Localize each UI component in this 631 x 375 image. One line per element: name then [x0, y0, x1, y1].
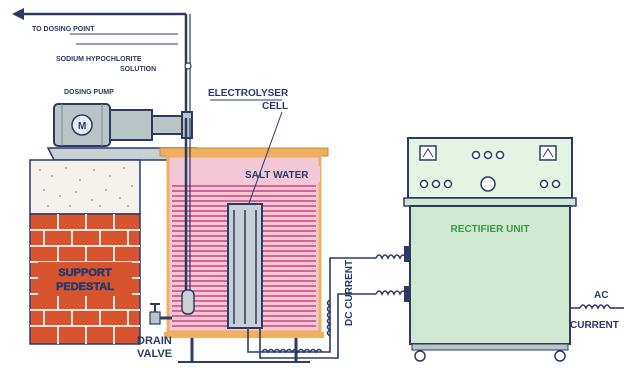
meter-right-icon [539, 145, 557, 161]
concrete-speckle [39, 167, 133, 207]
valve-body-icon [149, 311, 161, 325]
suction-pipe [181, 118, 195, 315]
label-ac-line1: AC [594, 290, 608, 301]
indicator-lights [419, 150, 561, 189]
rectifier-unit [403, 137, 577, 362]
foot-valve-icon [181, 289, 195, 315]
label-support-line1: SUPPORT [58, 267, 111, 279]
leader-electrolyser-diag [247, 111, 283, 207]
tank-base [164, 332, 324, 338]
label-hypochlorite-line1: SODIUM HYPOCHLORITE [56, 56, 142, 63]
label-support-line2: PEDESTAL [56, 281, 114, 293]
support-pedestal [29, 159, 141, 345]
control-knob-icon [480, 176, 496, 192]
label-ac-line2: CURRENT [570, 320, 619, 331]
label-drain-line1: DRAIN [137, 335, 172, 347]
rectifier-shelf [403, 197, 577, 207]
rectifier-cabinet [409, 205, 571, 345]
terminal-upper-icon [404, 246, 410, 262]
label-rectifier-unit: RECTIFIER UNIT [451, 224, 530, 235]
motor-letter: M [78, 121, 86, 132]
dc-cables [247, 254, 407, 359]
coil-icon-lower [375, 290, 407, 296]
motor-icon [71, 114, 93, 136]
coil-icon-upper [375, 254, 407, 260]
flow-arrow-icon [12, 8, 24, 20]
dc-cable-2 [259, 293, 376, 359]
pump-gearbox [109, 109, 153, 141]
meter-left-icon [419, 145, 437, 161]
label-electrolyser-line2: CELL [262, 101, 288, 112]
dc-cable-1 [247, 257, 376, 353]
electrolyser-cell [227, 203, 263, 329]
pedestal-top-concrete [29, 159, 141, 215]
label-salt-water: SALT WATER [245, 170, 309, 181]
label-electrolyser-line1: ELECTROLYSER [208, 88, 289, 99]
rectifier-base [411, 343, 569, 351]
drain-valve [149, 303, 172, 325]
coil-icon-bottom [261, 348, 323, 354]
label-dc-current: DC CURRENT [344, 260, 355, 326]
label-drain-line2: VALVE [137, 348, 172, 360]
ac-coil-icon [579, 304, 611, 310]
dosing-line [12, 8, 192, 118]
coil-icon-vertical [326, 299, 332, 337]
label-dosing-pump: DOSING PUMP [64, 89, 114, 96]
caster-right-icon [554, 350, 566, 362]
terminal-lower-icon [404, 286, 410, 302]
check-valve-icon [184, 62, 192, 70]
label-hypochlorite-line2: SOLUTION [120, 66, 156, 73]
caster-left-icon [414, 350, 426, 362]
ac-input [570, 304, 624, 310]
label-to-dosing-point: TO DOSING POINT [32, 26, 95, 33]
pump-head [151, 115, 183, 135]
